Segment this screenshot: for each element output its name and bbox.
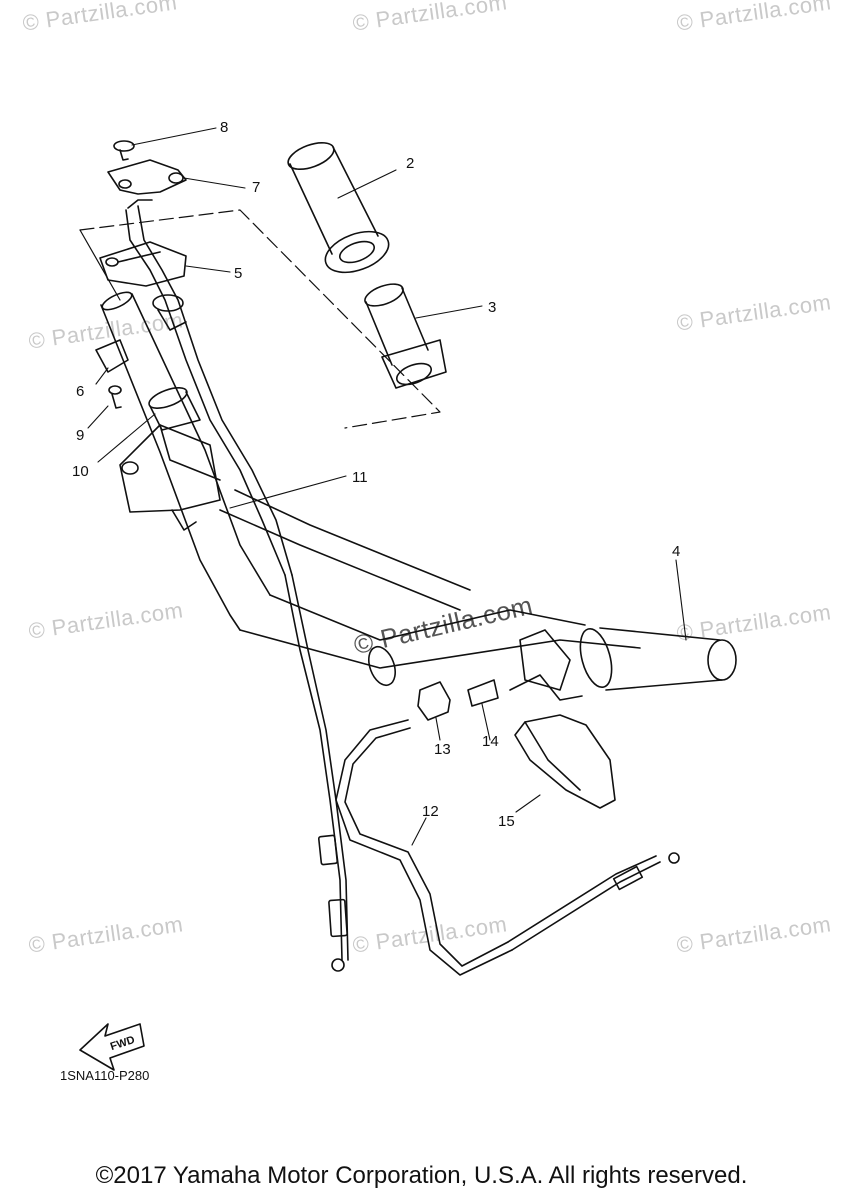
callout-10: 10 [72,463,89,480]
callout-8: 8 [220,119,229,136]
clutch-cable-part-12 [335,719,680,976]
callout-14: 14 [482,733,499,750]
handlebar-left [100,291,271,631]
handlebar-crossbar [219,489,641,687]
holder-part-6 [95,339,129,373]
callout-4: 4 [672,543,681,560]
adjuster-part-14 [467,679,499,707]
callout-5: 5 [234,265,243,282]
leader-lines [87,127,687,846]
clamp-part-1 [119,424,221,531]
throttle-grip-part-3 [364,283,447,389]
throttle-cable-part-11 [125,199,349,972]
holder-part-10 [148,387,201,431]
throttle-cap-part-7 [107,159,187,195]
callout-15: 15 [498,813,515,830]
lever-cover-part-15 [514,714,616,809]
copyright-notice: ©2017 Yamaha Motor Corporation, U.S.A. A… [95,1162,748,1189]
throttle-housing-part-5 [99,241,187,287]
fwd-arrow-icon: FWD [79,1023,145,1071]
right-grip-part-4 [509,627,737,701]
left-grip-part-2 [287,142,390,274]
callout-2: 2 [406,155,415,172]
diagram-code: 1SNA110-P280 [60,1068,150,1083]
bolt-part-9 [108,385,122,409]
screw-part-8 [113,140,135,161]
callout-3: 3 [488,299,497,316]
callout-11: 11 [352,469,368,486]
callout-7: 7 [252,179,261,196]
grip-group-outline [79,209,441,429]
callout-12: 12 [422,803,439,820]
callout-6: 6 [76,383,85,400]
callout-9: 9 [76,427,85,444]
callout-13: 13 [434,741,451,758]
adjuster-part-13 [417,681,451,721]
